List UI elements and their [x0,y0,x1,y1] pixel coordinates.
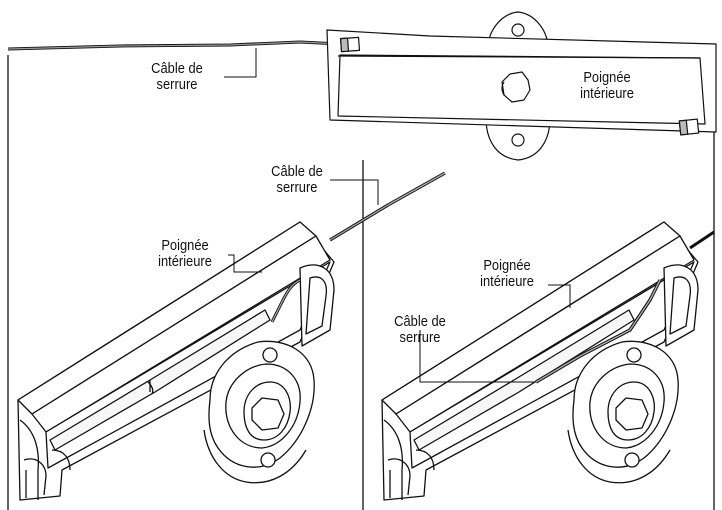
left-cable-leader [330,179,379,205]
right-lock-cable-outer [689,230,715,250]
label-top-handle: Poignée intérieure [568,70,646,102]
label-top-cable: Câble de serrure [134,61,220,93]
right-cable-leader [419,330,536,383]
label-left-handle: Poignée intérieure [158,237,212,270]
top-cable-leader [224,48,257,78]
label-left-cable: Câble de serrure [271,163,323,196]
right-handle-leader [548,284,571,308]
left-handle-leader [228,254,262,273]
right-handle-assembly [381,221,715,501]
label-right-cable: Câble de serrure [394,313,446,346]
top-view-handle [7,11,717,161]
label-right-handle: Poignée intérieure [480,257,534,290]
left-handle-assembly [17,171,446,501]
